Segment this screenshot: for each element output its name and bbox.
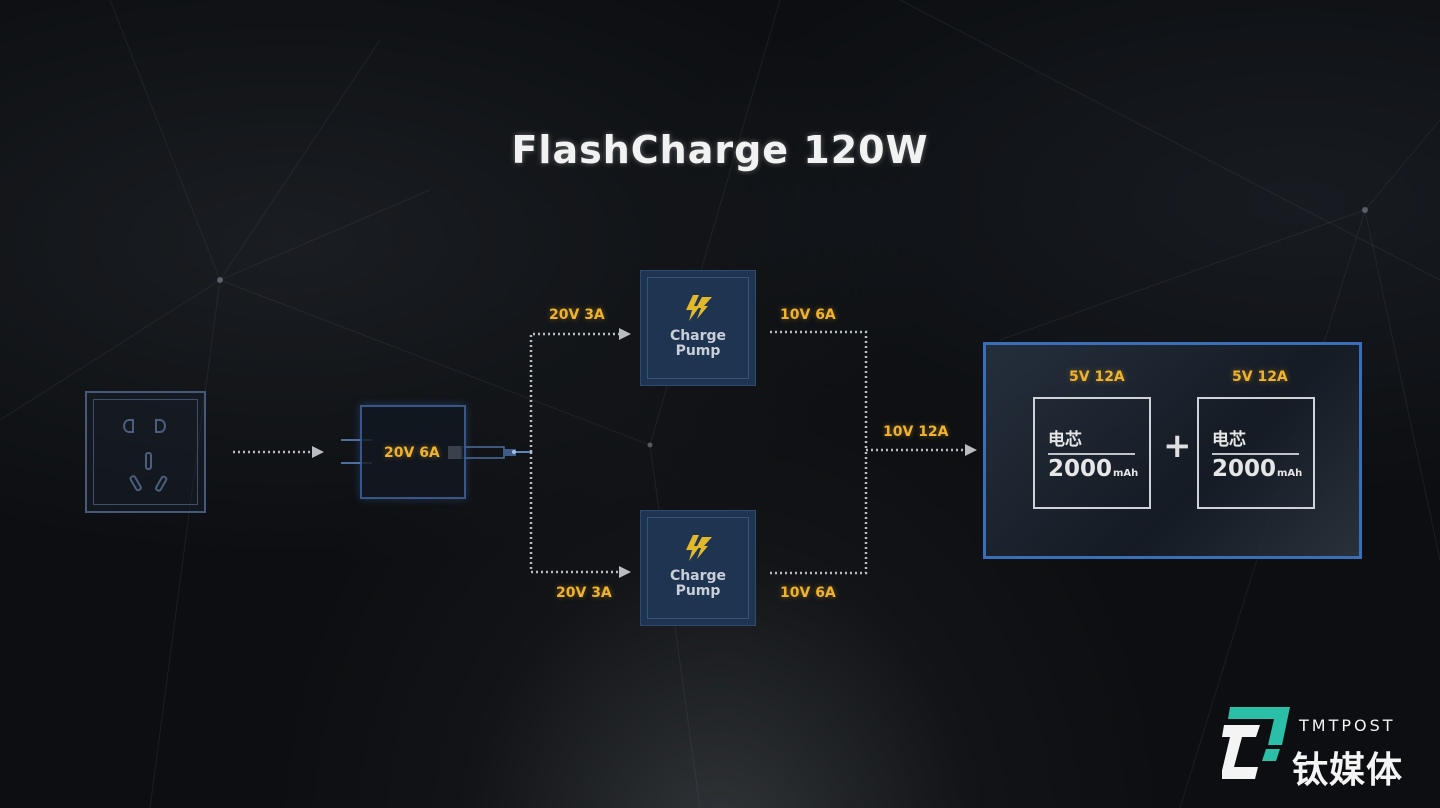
brand-name-cn: 钛媒体 bbox=[1292, 750, 1404, 791]
charge-pump-label-line2: Pump bbox=[675, 583, 721, 599]
charge-pump-top: Charge Pump bbox=[640, 270, 756, 386]
plus-icon: + bbox=[1163, 426, 1192, 466]
cell-capacity-value: 2000 bbox=[1048, 456, 1113, 482]
cell-capacity: 2000mAh bbox=[1212, 456, 1302, 482]
bottom-pump-input-connector bbox=[529, 452, 620, 574]
top-pump-input-connector bbox=[529, 332, 620, 452]
arrow-head-icon bbox=[619, 566, 631, 578]
pump-inner-frame bbox=[647, 517, 749, 619]
bottom-pump-input-label: 20V 3A bbox=[556, 585, 612, 601]
bottom-pump-output-label: 10V 6A bbox=[780, 585, 836, 601]
bottom-pump-output-connector bbox=[770, 450, 868, 575]
lightning-bolt-icon bbox=[686, 535, 712, 561]
charger-adapter bbox=[360, 405, 466, 499]
top-pump-output-label: 10V 6A bbox=[780, 307, 836, 323]
charge-pump-label-line1: Charge bbox=[669, 568, 727, 584]
cell-capacity-unit: mAh bbox=[1277, 468, 1303, 479]
cell-2-voltage-label: 5V 12A bbox=[1232, 369, 1288, 385]
cell-name: 电芯 bbox=[1212, 430, 1246, 450]
pump-inner-frame bbox=[647, 277, 749, 379]
tmtpost-logo-icon bbox=[1222, 707, 1290, 779]
cell-capacity-value: 2000 bbox=[1212, 456, 1277, 482]
slide-title: FlashCharge 120W bbox=[511, 128, 929, 172]
brand-name-en: TMTPOST bbox=[1299, 716, 1396, 735]
battery-cell-2: 电芯 2000mAh bbox=[1197, 397, 1315, 509]
cell-1-voltage-label: 5V 12A bbox=[1069, 369, 1125, 385]
arrow-head-icon bbox=[619, 328, 631, 340]
arrow-head-icon bbox=[965, 444, 977, 456]
cell-name: 电芯 bbox=[1048, 430, 1082, 450]
background-network-nodes bbox=[217, 207, 1368, 448]
battery-cell-1: 电芯 2000mAh bbox=[1033, 397, 1151, 509]
cell-capacity: 2000mAh bbox=[1048, 456, 1138, 482]
adapter-output-label: 20V 6A bbox=[384, 445, 440, 461]
cell-capacity-unit: mAh bbox=[1113, 468, 1139, 479]
lightning-bolt-icon bbox=[686, 295, 712, 321]
power-socket-icon bbox=[85, 391, 206, 513]
cell-divider bbox=[1048, 453, 1135, 455]
charge-pump-label-line1: Charge bbox=[669, 328, 727, 344]
tmtpost-watermark: TMTPOST 钛媒体 bbox=[1222, 703, 1422, 791]
battery-panel: 5V 12A 5V 12A 电芯 2000mAh + 电芯 2000mAh bbox=[983, 342, 1362, 559]
combined-output-label: 10V 12A bbox=[883, 424, 949, 440]
charge-pump-label-line2: Pump bbox=[675, 343, 721, 359]
arrow-head-icon bbox=[312, 446, 324, 458]
top-pump-input-label: 20V 3A bbox=[549, 307, 605, 323]
top-pump-output-connector bbox=[770, 330, 868, 450]
cell-divider bbox=[1212, 453, 1299, 455]
socket-holes-icon bbox=[123, 419, 168, 492]
socket-inner-frame bbox=[93, 399, 198, 505]
charge-pump-bottom: Charge Pump bbox=[640, 510, 756, 626]
